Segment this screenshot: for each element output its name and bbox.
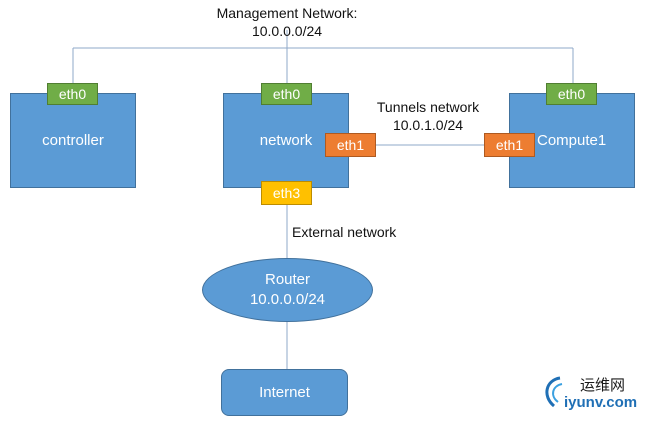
router-node: Router 10.0.0.0/24 [202, 258, 373, 322]
router-label: Router [264, 271, 311, 288]
network-eth1-nic: eth1 [325, 133, 376, 157]
compute1-eth1-label: eth1 [495, 137, 524, 153]
watermark-logo-icon [545, 376, 563, 408]
watermark: 运维网 iyunv.com [540, 372, 642, 416]
controller-label: controller [42, 132, 104, 149]
external-network-title: External network [292, 224, 397, 240]
compute1-eth1-nic: eth1 [484, 133, 535, 157]
internet-label: Internet [259, 384, 310, 401]
external-network-label: External network [292, 223, 396, 241]
controller-node: controller [10, 93, 136, 188]
tunnels-network-title: Tunnels network [376, 99, 480, 115]
compute1-eth0-label: eth0 [557, 86, 586, 102]
management-network-subnet: 10.0.0.0/24 [251, 23, 323, 39]
network-label: network [259, 132, 313, 149]
internet-node: Internet [221, 369, 348, 416]
watermark-cn-text: 运维网 [580, 377, 626, 394]
network-eth0-nic: eth0 [261, 83, 312, 105]
network-eth0-label: eth0 [272, 86, 301, 102]
compute1-label: Compute1 [537, 132, 607, 149]
tunnels-network-subnet: 10.0.1.0/24 [392, 117, 464, 133]
compute1-eth0-nic: eth0 [546, 83, 597, 105]
watermark-en-text: iyunv.com [564, 394, 638, 411]
management-network-title: Management Network: [216, 5, 358, 21]
network-eth3-label: eth3 [272, 185, 301, 201]
controller-eth0-label: eth0 [58, 86, 87, 102]
network-eth3-nic: eth3 [261, 181, 312, 205]
router-subnet: 10.0.0.0/24 [249, 291, 326, 308]
tunnels-network-label: Tunnels network 10.0.1.0/24 [358, 98, 498, 134]
network-eth1-label: eth1 [336, 137, 365, 153]
controller-eth0-nic: eth0 [47, 83, 98, 105]
management-network-label: Management Network: 10.0.0.0/24 [197, 4, 377, 40]
